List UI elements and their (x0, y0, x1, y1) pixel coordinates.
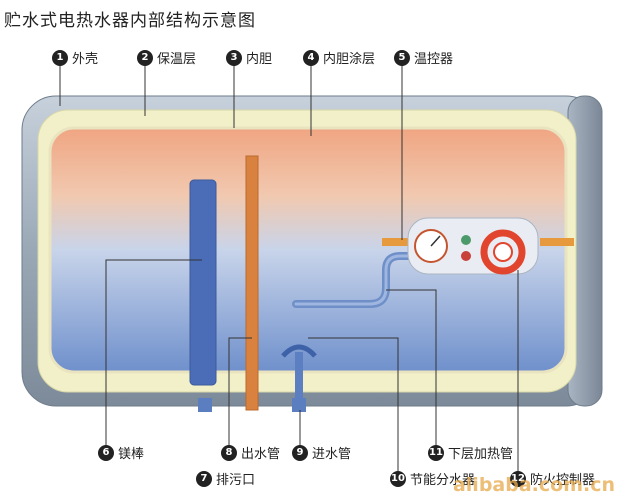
callout-11: 11 下层加热管 (428, 443, 513, 462)
callout-number: 5 (394, 49, 410, 66)
inlet-pipe (295, 352, 303, 400)
callout-9: 9 进水管 (292, 443, 351, 462)
callout-1: 1 外壳 (52, 48, 98, 67)
indicator-green (461, 235, 471, 245)
callout-number: 4 (303, 49, 319, 66)
callout-8: 8 出水管 (221, 443, 280, 462)
callout-6: 6 镁棒 (98, 443, 144, 462)
callout-number: 11 (428, 444, 444, 461)
callout-12: 12 防火控制器 (510, 469, 595, 488)
callout-label-magnesium-rod: 镁棒 (118, 447, 145, 462)
drain-fitting (198, 398, 212, 412)
callout-label-inner-tank: 内胆 (246, 52, 273, 67)
callout-number: 12 (510, 470, 526, 487)
heating-tube-inner (294, 254, 434, 306)
thermostat-probe-right (540, 238, 574, 246)
callout-7: 7 排污口 (196, 469, 255, 488)
diverter (281, 344, 317, 358)
outlet-pipe (245, 155, 259, 411)
callout-label-outer-shell: 外壳 (72, 52, 99, 67)
callout-label-fire-controller: 防火控制器 (530, 473, 596, 488)
callout-label-drain: 排污口 (216, 473, 256, 488)
callout-3: 3 内胆 (226, 48, 272, 67)
callout-number: 8 (221, 444, 237, 461)
callout-label-inlet-pipe: 进水管 (312, 447, 352, 462)
callout-number: 2 (137, 49, 153, 66)
diagram-title: 贮水式电热水器内部结构示意图 (4, 11, 256, 31)
magnesium-rod (189, 179, 217, 386)
callout-number: 3 (226, 49, 242, 66)
callout-label-tank-coating: 内胆涂层 (323, 52, 376, 67)
callout-number: 9 (292, 444, 308, 461)
inlet-fitting (292, 398, 306, 412)
callout-10: 10 节能分水器 (390, 469, 475, 488)
callout-label-heating-tube: 下层加热管 (448, 447, 514, 462)
callout-number: 6 (98, 444, 114, 461)
callout-label-thermostat: 温控器 (414, 52, 454, 67)
callout-2: 2 保温层 (137, 48, 196, 67)
callout-label-outlet-pipe: 出水管 (241, 447, 281, 462)
anti-fire-controller (480, 229, 526, 275)
inner-tank (48, 126, 568, 374)
callout-number: 1 (52, 49, 68, 66)
callout-5: 5 温控器 (394, 48, 453, 67)
callout-4: 4 内胆涂层 (303, 48, 375, 67)
callout-number: 10 (390, 470, 406, 487)
callout-label-diverter: 节能分水器 (410, 473, 476, 488)
indicator-red (461, 251, 471, 261)
callout-label-insulation: 保温层 (157, 52, 197, 67)
watermark: alibaba.com.cn (452, 474, 615, 496)
callout-number: 7 (196, 470, 212, 487)
